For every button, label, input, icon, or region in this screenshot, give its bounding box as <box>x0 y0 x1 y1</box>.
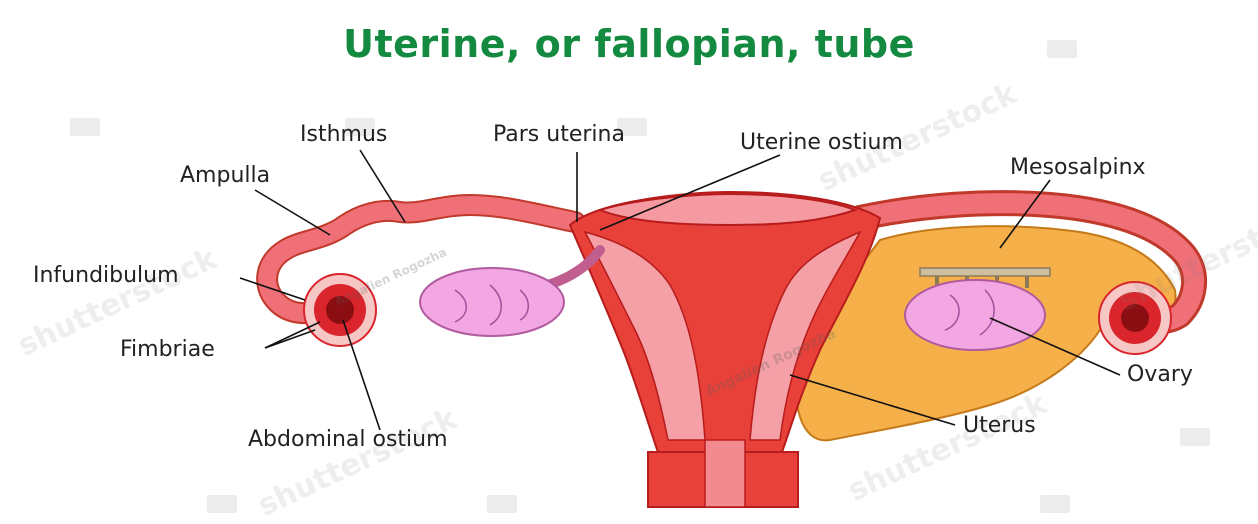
left-ovary <box>420 268 564 336</box>
label-abdominal-ostium: Abdominal ostium <box>248 427 448 452</box>
label-pars-uterina: Pars uterina <box>493 122 625 147</box>
right-ovary <box>905 280 1045 350</box>
label-fimbriae: Fimbriae <box>120 337 215 362</box>
label-ovary: Ovary <box>1127 362 1193 387</box>
label-mesosalpinx: Mesosalpinx <box>1010 155 1146 180</box>
diagram-title: Uterine, or fallopian, tube <box>0 22 1258 66</box>
label-uterine-ostium: Uterine ostium <box>740 130 903 155</box>
label-ampulla: Ampulla <box>180 163 270 188</box>
ovarian-ligament <box>920 268 1050 276</box>
label-infundibulum: Infundibulum <box>33 263 179 288</box>
label-uterus: Uterus <box>963 413 1036 438</box>
label-isthmus: Isthmus <box>300 122 387 147</box>
